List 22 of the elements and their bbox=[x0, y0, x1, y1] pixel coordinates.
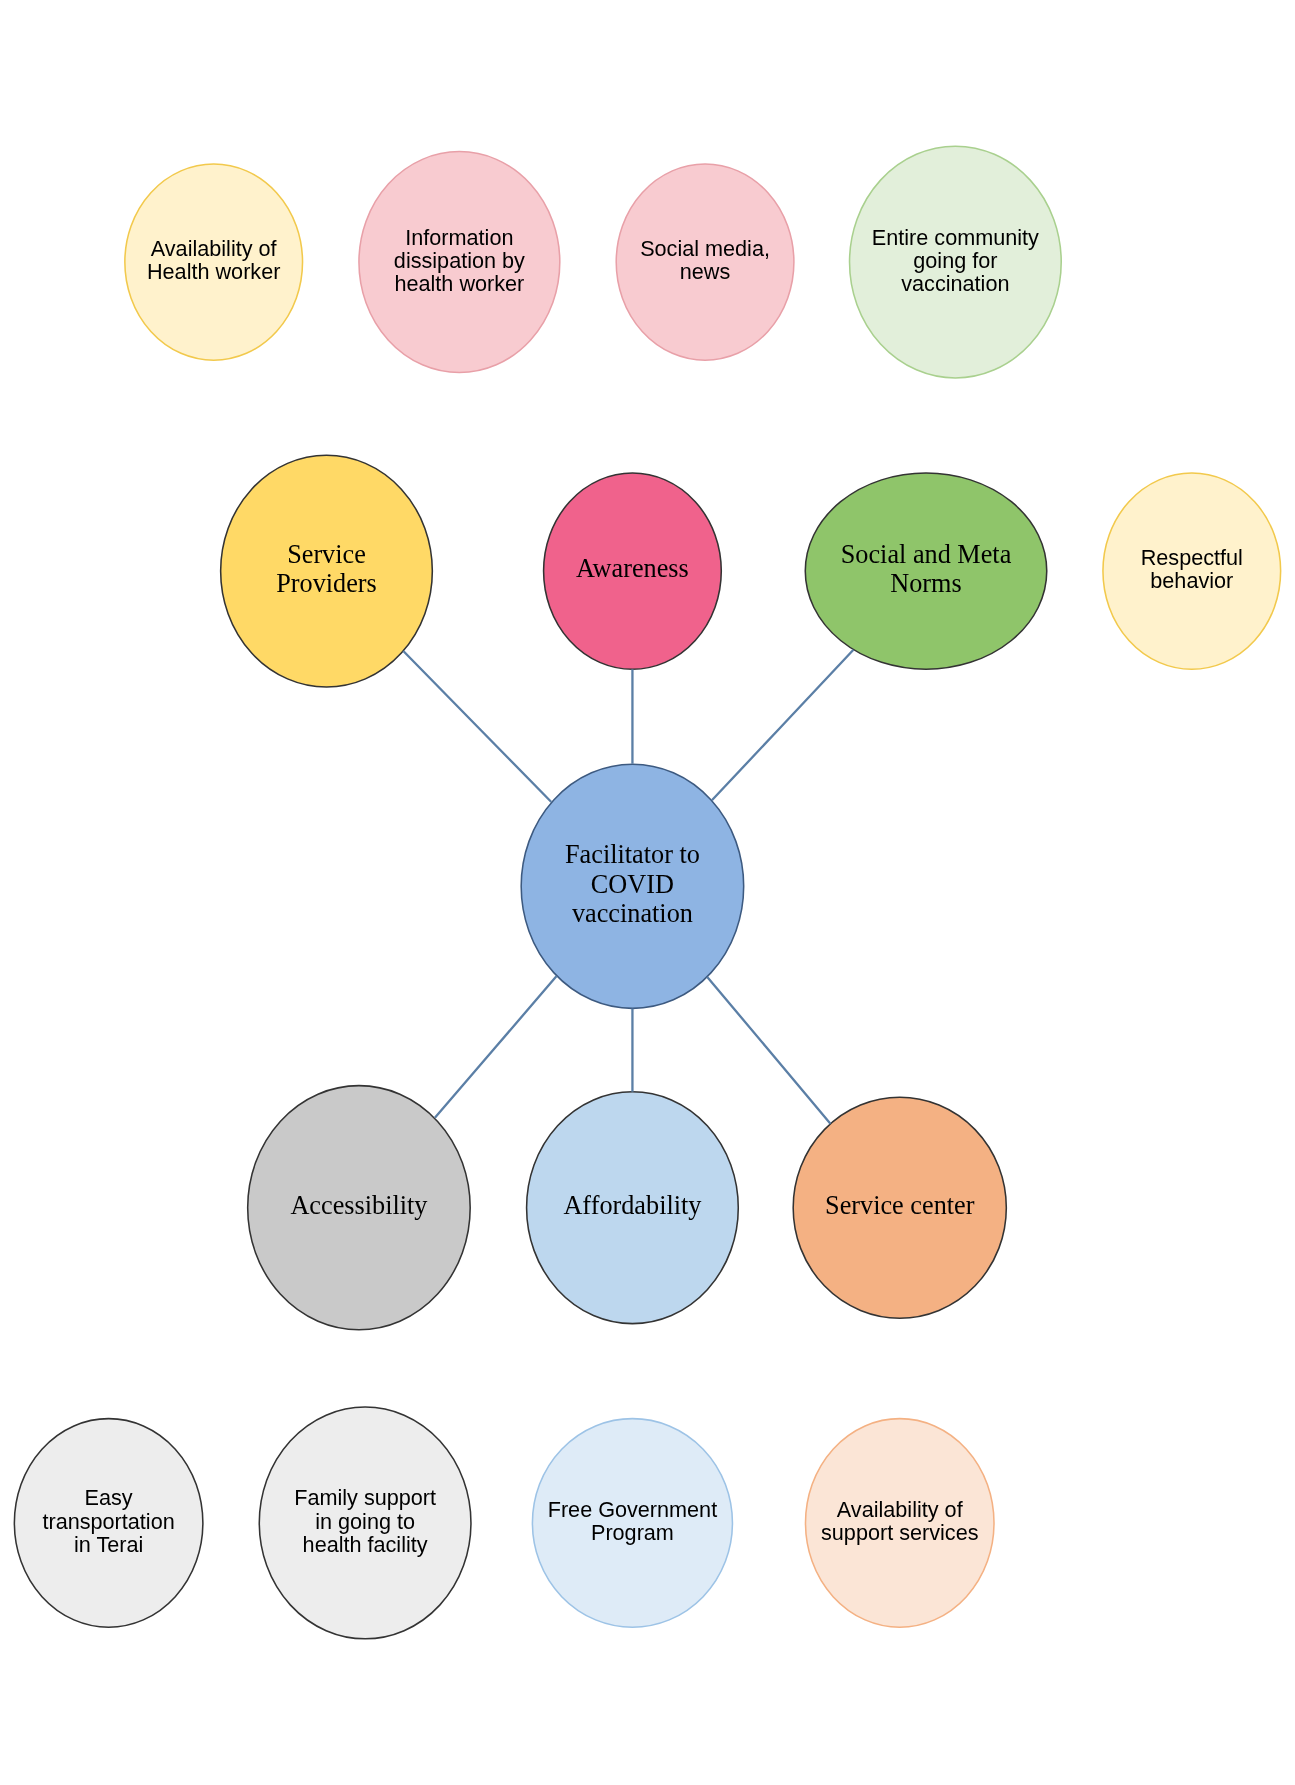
node-circle: Respectful behavior bbox=[1102, 472, 1282, 670]
node-circle: Awareness bbox=[542, 472, 723, 670]
node-circle: Service center bbox=[792, 1096, 1008, 1319]
node-circle: Availability of support services bbox=[804, 1417, 995, 1628]
node-ellipse: Social and Meta Norms bbox=[804, 472, 1048, 670]
node-circle: Entire community going for vaccination bbox=[848, 145, 1062, 379]
node-circle: Free Government Program bbox=[531, 1417, 734, 1628]
node-circle: Easy transportation in Terai bbox=[13, 1417, 204, 1628]
node-circle: Affordability bbox=[525, 1091, 740, 1325]
node-circle: Service Providers bbox=[219, 454, 434, 688]
connector bbox=[631, 1008, 634, 1092]
node-circle: Social media, news bbox=[615, 163, 795, 361]
connector bbox=[402, 650, 553, 803]
node-circle: Facilitator to COVID vaccination bbox=[520, 763, 745, 1010]
node-circle: Family support in going to health facility bbox=[258, 1406, 472, 1640]
connector bbox=[711, 649, 855, 802]
connector bbox=[631, 669, 634, 764]
node-circle: Information dissipation by health worker bbox=[358, 150, 561, 374]
node-circle: Accessibility bbox=[246, 1084, 471, 1331]
node-circle: Availability of Health worker bbox=[124, 163, 304, 361]
connector bbox=[706, 976, 832, 1125]
connector bbox=[434, 975, 558, 1119]
